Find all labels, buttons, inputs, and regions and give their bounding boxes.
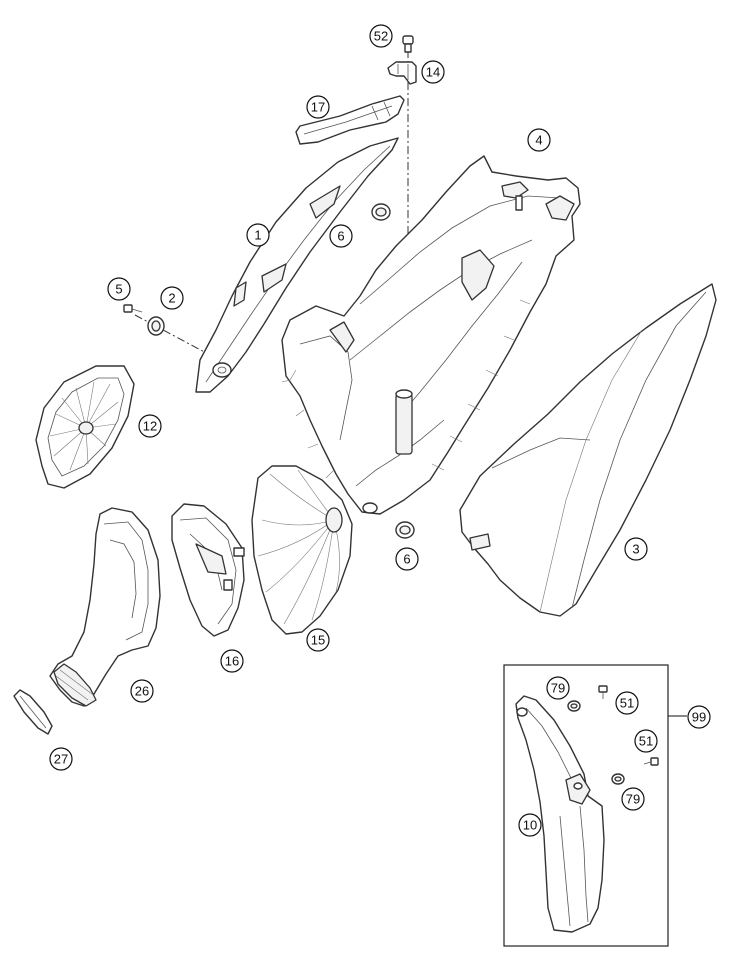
part-10-filter-cover [515, 695, 605, 933]
callout-17: 17 [306, 95, 330, 119]
callout-16: 16 [220, 649, 244, 673]
part-16-filter-support [171, 503, 245, 637]
kit-grommet-79-upper [567, 700, 581, 712]
callout-2: 2 [160, 286, 184, 310]
kit-screw-51-upper [598, 685, 608, 699]
callout-51-lower-number: 51 [639, 734, 653, 749]
part-3-side-cover [459, 283, 717, 617]
callout-1: 1 [246, 223, 270, 247]
callout-10-number: 10 [523, 818, 537, 833]
callout-16-number: 16 [225, 654, 239, 669]
callout-27-number: 27 [54, 752, 68, 767]
callout-12: 12 [138, 414, 162, 438]
part-6-grommet-lower [395, 521, 415, 539]
callout-52: 52 [369, 24, 393, 48]
callout-4: 4 [527, 128, 551, 152]
callout-51-upper-number: 51 [620, 696, 634, 711]
callout-4-number: 4 [535, 133, 542, 148]
callout-5-number: 5 [115, 282, 122, 297]
callout-99: 99 [687, 705, 711, 729]
part-26-intake-boot [49, 507, 161, 707]
callout-10: 10 [518, 813, 542, 837]
callout-27: 27 [49, 747, 73, 771]
callout-15: 15 [306, 628, 330, 652]
callout-3: 3 [624, 537, 648, 561]
callout-51-lower: 51 [634, 729, 658, 753]
callout-6-lower: 6 [395, 547, 419, 571]
callout-3-number: 3 [632, 542, 639, 557]
part-15-air-filter [251, 465, 353, 635]
callout-2-number: 2 [168, 291, 175, 306]
callout-14: 14 [421, 60, 445, 84]
callout-12-number: 12 [143, 419, 157, 434]
callout-26-number: 26 [135, 684, 149, 699]
part-6-grommet-upper [371, 203, 391, 221]
part-1-side-cover [195, 137, 399, 393]
kit-grommet-79-lower [611, 773, 625, 785]
part-14-clip [387, 61, 417, 85]
callout-79-upper: 79 [546, 676, 570, 700]
assembly-line-screw-5 [134, 314, 211, 356]
callout-6-lower-number: 6 [403, 552, 410, 567]
callout-52-number: 52 [374, 29, 388, 44]
callout-79-lower-number: 79 [626, 792, 640, 807]
callout-51-upper: 51 [615, 691, 639, 715]
callout-14-number: 14 [426, 65, 440, 80]
callout-15-number: 15 [311, 633, 325, 648]
callout-26: 26 [130, 679, 154, 703]
callout-6-upper-number: 6 [337, 229, 344, 244]
part-17-strap [295, 95, 405, 145]
part-27-clamp [13, 689, 53, 735]
callout-5: 5 [107, 277, 131, 301]
kit-screw-51-lower [643, 757, 659, 766]
filter-pleats [257, 469, 340, 625]
part-52-screw [402, 35, 414, 53]
callout-79-lower: 79 [621, 787, 645, 811]
callout-99-number: 99 [692, 710, 706, 725]
kit-99-border [503, 664, 669, 947]
callout-79-upper-number: 79 [551, 681, 565, 696]
callout-17-number: 17 [311, 100, 325, 115]
part-4-air-box [281, 155, 581, 515]
callout-6-upper: 6 [329, 224, 353, 248]
callout-1-number: 1 [254, 228, 261, 243]
part-2-grommet [147, 316, 165, 336]
part-12-filter-cage [35, 365, 135, 489]
part-5-screw [123, 304, 143, 313]
